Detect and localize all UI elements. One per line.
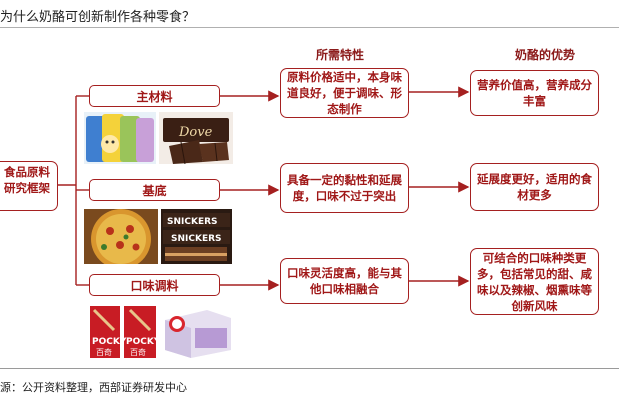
advantage-box-base: 延展度更好，适用的食材更多: [470, 163, 599, 211]
header-properties: 所需特性: [315, 48, 364, 62]
root-line-1: 食品原料: [4, 165, 50, 179]
laughing-cow-box-image: [161, 304, 233, 358]
dove-chocolate-image: Dove: [159, 112, 233, 164]
property-box-flavor: 口味灵活度高，能与其他口味相融合: [280, 258, 409, 304]
pocky-logo-text-1: POCKY: [92, 337, 127, 347]
property-box-base: 具备一定的黏性和延展度，口味不过于突出: [280, 163, 409, 213]
root-box: 食品原料 研究框架: [0, 161, 58, 211]
pocky-logo-text-2: POCKY: [126, 337, 158, 347]
kids-cheese-snack-packs-image: [84, 112, 156, 164]
label-flavor-seasoning: 口味调料: [89, 274, 220, 296]
advantage-box-flavor: 可结合的口味种类更多，包括常见的甜、咸味以及辣椒、烟熏味等创新风味: [470, 248, 599, 315]
snickers-logo-text-2: SNICKERS: [171, 234, 222, 244]
label-main-material: 主材料: [89, 85, 220, 107]
property-box-main-material: 原料价格适中，本身味道良好，便于调味、形态制作: [280, 68, 409, 118]
pocky-boxes-image: POCKY POCKY 百奇 百奇: [88, 304, 158, 358]
bottom-divider: [0, 368, 619, 369]
advantage-box-main-material: 营养价值高，营养成分丰富: [470, 70, 599, 116]
page-title: 为什么奶酪可创新制作各种零食？: [0, 10, 196, 25]
header-advantages: 奶酪的优势: [514, 48, 575, 62]
snickers-image: SNICKERS SNICKERS: [161, 209, 232, 264]
root-line-2: 研究框架: [4, 181, 50, 195]
top-divider: [0, 27, 619, 28]
pizza-image: [84, 209, 158, 264]
dove-logo-text: Dove: [178, 125, 213, 140]
source-note: 源：公开资料整理，西部证券研发中心: [0, 381, 187, 394]
label-base: 基底: [89, 179, 220, 201]
snickers-logo-text-1: SNICKERS: [167, 217, 218, 227]
pocky-cn-text-2: 百奇: [130, 347, 146, 357]
pocky-cn-text-1: 百奇: [96, 347, 112, 357]
